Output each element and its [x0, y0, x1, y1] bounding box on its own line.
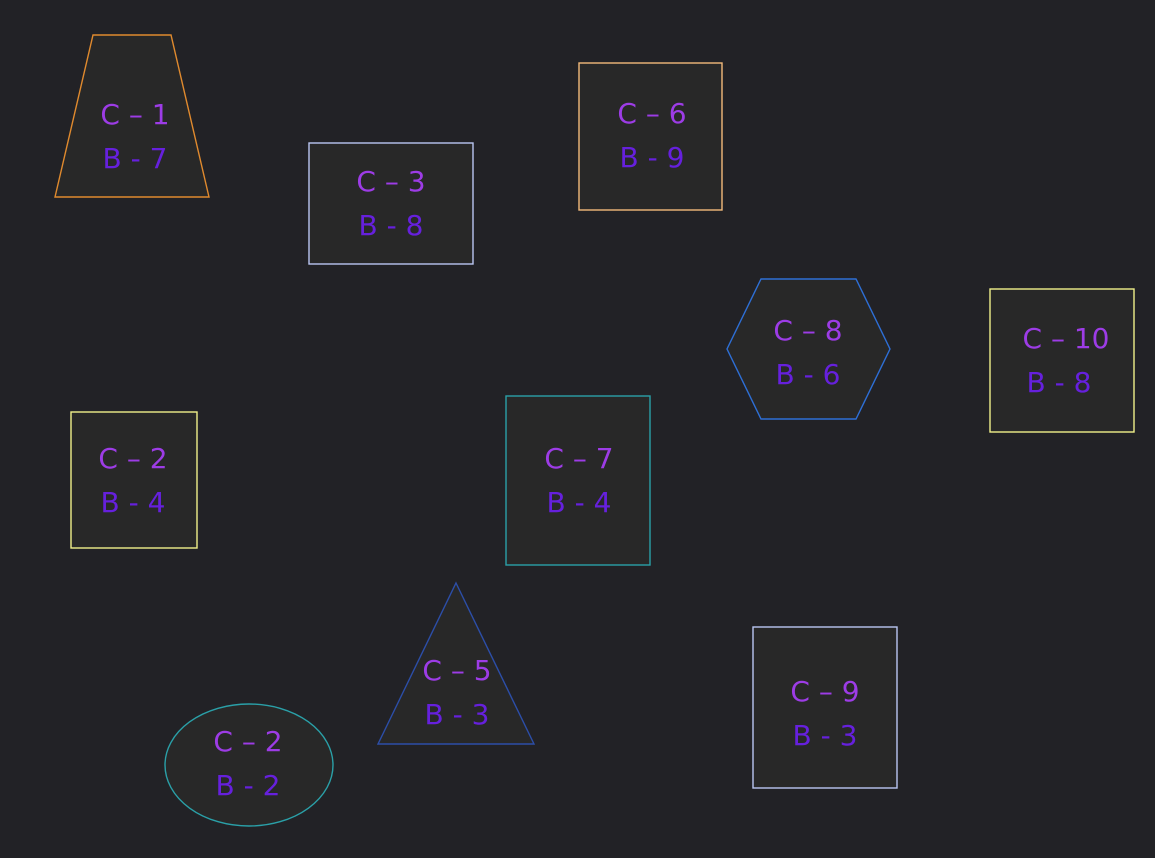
rectangle-shape — [989, 288, 1135, 433]
node-c7[interactable]: C – 7 B - 4 — [505, 395, 651, 566]
node-c1[interactable]: C – 1 B - 7 — [54, 34, 210, 198]
node-c-label: C – 3 — [356, 165, 425, 198]
node-b-label: B - 9 — [620, 141, 685, 174]
node-c-label: C – 7 — [544, 442, 613, 475]
node-c9[interactable]: C – 9 B - 3 — [752, 626, 898, 789]
node-c6[interactable]: C – 6 B - 9 — [578, 62, 723, 211]
node-b-label: B - 4 — [547, 486, 612, 519]
node-c-label: C – 6 — [617, 97, 686, 130]
node-b-label: B - 7 — [103, 142, 168, 175]
node-c-label: C – 2 — [213, 725, 282, 758]
node-c-label: C – 1 — [100, 98, 169, 131]
rectangle-shape — [752, 626, 898, 789]
rectangle-shape — [578, 62, 723, 211]
node-c10[interactable]: C – 10 B - 8 — [989, 288, 1135, 433]
node-c-label: C – 8 — [773, 314, 842, 347]
rectangle-shape — [308, 142, 474, 265]
node-c2-rect[interactable]: C – 2 B - 4 — [70, 411, 198, 549]
node-c-label: C – 10 — [1023, 322, 1110, 355]
trapezoid-shape — [54, 34, 210, 198]
triangle-shape — [376, 581, 536, 745]
node-b-label: B - 3 — [425, 698, 490, 731]
node-c3[interactable]: C – 3 B - 8 — [308, 142, 474, 265]
node-c-label: C – 9 — [790, 675, 859, 708]
node-b-label: B - 6 — [776, 358, 841, 391]
node-b-label: B - 8 — [359, 209, 424, 242]
node-c5[interactable]: C – 5 B - 3 — [376, 581, 536, 745]
node-b-label: B - 4 — [101, 486, 166, 519]
node-c8[interactable]: C – 8 B - 6 — [726, 278, 891, 420]
ellipse-shape — [164, 703, 334, 827]
node-b-label: B - 2 — [216, 769, 281, 802]
node-b-label: B - 3 — [793, 719, 858, 752]
hexagon-shape — [726, 278, 891, 420]
node-c-label: C – 5 — [422, 654, 491, 687]
rectangle-shape — [505, 395, 651, 566]
rectangle-shape — [70, 411, 198, 549]
node-c-label: C – 2 — [98, 442, 167, 475]
node-b-label: B - 8 — [1027, 366, 1092, 399]
node-c2-ellipse[interactable]: C – 2 B - 2 — [164, 703, 334, 827]
